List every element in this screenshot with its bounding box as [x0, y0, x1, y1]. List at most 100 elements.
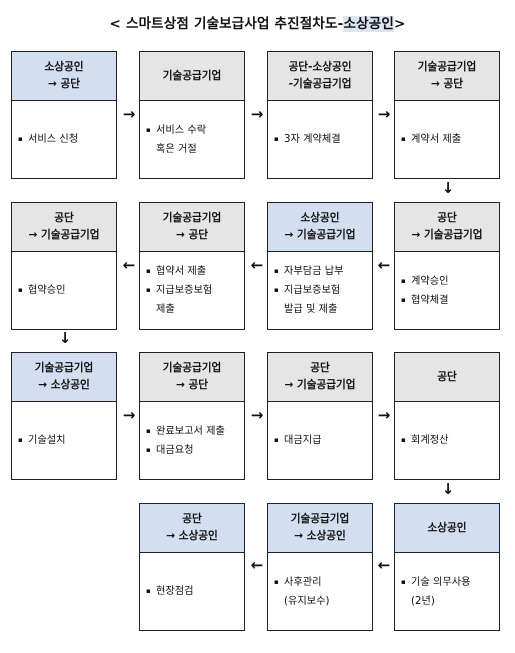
step-item-line: 협약승인: [28, 285, 66, 296]
right-arrow-icon: →: [377, 105, 391, 123]
step-item-text: 협약체결: [411, 291, 449, 310]
step-item-line: (2년): [411, 595, 435, 607]
step-header-line: → 소상공인: [294, 530, 346, 542]
step-body: ▪ 사후관리(유지보수): [268, 553, 372, 630]
step-item-text: 기술설치: [28, 431, 66, 450]
step-body: ▪ 회계정산: [395, 402, 499, 479]
step-box: 기술공급기업→ 소상공인▪기술설치: [11, 352, 117, 480]
step-item: ▪ 대금요청: [146, 441, 240, 460]
step-item: ▪3자 계약체결: [274, 130, 368, 149]
bullet-icon: ▪: [146, 267, 151, 275]
step-header: 기술공급기업→ 공단: [140, 353, 244, 402]
title-suffix: >: [393, 16, 406, 32]
step-header: 기술공급기업 → 소상공인: [268, 504, 372, 553]
step-header-line: 공단: [54, 212, 74, 224]
step-box: 기술공급기업 → 소상공인 ▪ 사후관리(유지보수): [267, 503, 373, 631]
bullet-icon: ▪: [274, 577, 279, 586]
step-item-text: 3자 계약체결: [284, 130, 341, 149]
step-item: ▪기술 의무사용(2년): [401, 573, 495, 611]
right-arrow-icon: →: [377, 406, 391, 424]
step-body: ▪ 서비스 신청: [12, 101, 116, 178]
step-header: 소상공인 → 공단: [12, 52, 116, 101]
bullet-icon: ▪: [18, 436, 23, 444]
left-arrow-icon: ←: [377, 256, 391, 274]
step-item-line: 서비스 수락: [156, 124, 207, 136]
step-item: ▪ 계약승인: [401, 272, 495, 291]
right-arrow-icon: →: [250, 406, 264, 424]
step-item: ▪ 사후관리(유지보수): [274, 573, 368, 611]
step-header-line: 공단: [437, 370, 457, 383]
diagram-title: < 스마트상점 기술보급사업 추진절차도-소상공인>: [0, 12, 515, 32]
step-body: ▪ 계약서 제출: [395, 101, 499, 178]
step-header-line: → 기술공급기업: [284, 229, 356, 241]
step-item-text: 계약서 제출: [411, 130, 461, 149]
bullet-icon: ▪: [18, 135, 23, 143]
step-item-text: 서비스 신청: [28, 130, 78, 149]
step-box: 공단 ▪ 회계정산: [394, 352, 500, 480]
step-item-line: 서비스 신청: [28, 134, 79, 145]
step-box: 소상공인 → 공단 ▪ 서비스 신청: [11, 51, 117, 179]
step-header: 공단 → 기술공급기업: [12, 203, 116, 252]
step-header-line: 공단: [182, 513, 202, 525]
right-arrow-icon: →: [122, 406, 136, 424]
step-header-line: 기술공급기업: [34, 362, 94, 374]
step-header: 공단: [395, 353, 499, 402]
step-header-line: → 공단: [430, 78, 464, 90]
step-item-line: 기술설치: [28, 435, 66, 446]
bullet-icon: ▪: [146, 445, 151, 454]
step-header-line: → 공단: [47, 78, 81, 90]
bullet-icon: ▪: [18, 286, 23, 294]
step-item-line: 기술 의무사용: [411, 576, 471, 588]
step-header-line: 기술공급기업: [417, 61, 477, 73]
step-item-line: 자부담금 납부: [284, 266, 344, 277]
step-item: ▪자부담금 납부: [274, 262, 368, 281]
step-item-line: 협약서 제출: [156, 266, 207, 277]
step-item: ▪ 서비스 신청: [18, 130, 112, 149]
step-header-line: → 기술공급기업: [28, 229, 100, 241]
left-arrow-icon: ←: [250, 256, 264, 274]
step-box: 기술공급기업→ 공단▪완료보고서 제출▪대금요청: [139, 352, 245, 480]
step-item-text: 현장점검: [156, 582, 194, 601]
step-header: 공단→ 소상공인: [140, 504, 244, 553]
step-body: ▪ 계약승인 ▪ 협약체결: [395, 252, 499, 329]
step-item-line: 대금지급: [284, 435, 322, 446]
step-box: 공단 → 기술공급기업 ▪ 협약승인: [11, 202, 117, 330]
bullet-icon: ▪: [401, 436, 406, 444]
step-item: ▪ 협약서 제출: [146, 262, 240, 281]
step-header-line: 소상공인: [44, 61, 84, 73]
step-header-line: → 공단: [175, 229, 209, 241]
step-header-line: 기술공급기업: [162, 69, 222, 82]
bullet-icon: ▪: [401, 295, 406, 304]
step-header: 기술공급기업 → 공단: [140, 203, 244, 252]
step-header-line: → 공단: [175, 379, 209, 391]
bullet-icon: ▪: [401, 276, 406, 285]
bullet-icon: ▪: [146, 587, 151, 595]
step-body: ▪ 협약승인: [12, 252, 116, 329]
step-item-text: 회계정산: [411, 431, 449, 450]
step-box: 공단-소상공인-기술공급기업▪3자 계약체결: [267, 51, 373, 179]
step-item-text: 계약승인: [411, 272, 449, 291]
step-item-text: 협약승인: [28, 281, 66, 300]
step-header: 공단→ 기술공급기업: [268, 353, 372, 402]
step-item-text: 사후관리(유지보수): [284, 573, 329, 611]
down-arrow-icon: ↓: [58, 329, 72, 347]
step-body: ▪3자 계약체결: [268, 101, 372, 178]
title-highlight: 소상공인: [343, 16, 394, 32]
bullet-icon: ▪: [401, 135, 406, 143]
step-item-line: 대금요청: [156, 444, 194, 456]
step-header-line: 공단-소상공인: [288, 61, 352, 73]
step-header-line: 기술공급기업: [162, 212, 222, 224]
step-header-line: 기술공급기업: [290, 513, 350, 525]
bullet-icon: ▪: [274, 436, 279, 444]
step-item-text: 대금요청: [156, 441, 194, 460]
